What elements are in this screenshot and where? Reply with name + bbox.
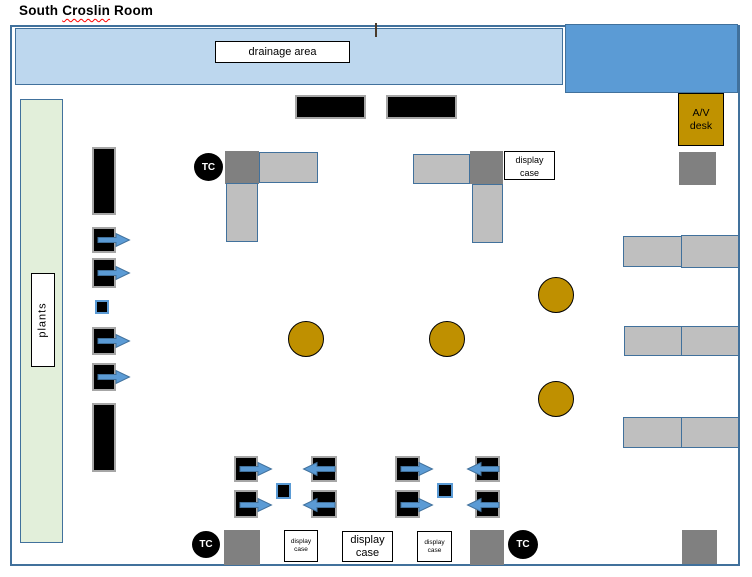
display-case-label: display — [515, 155, 544, 165]
room-outline — [10, 25, 740, 566]
display-case-label: display — [350, 533, 385, 546]
left-arrow-icon — [302, 461, 336, 477]
left-arrow-icon — [302, 497, 336, 513]
table-light — [681, 417, 739, 448]
gray-table — [470, 530, 504, 565]
right-arrow-icon — [97, 333, 131, 349]
small-black-table — [276, 483, 291, 499]
right-arrow-icon — [400, 497, 434, 513]
plants-label: plants — [37, 302, 50, 338]
table-light — [681, 326, 739, 356]
table-light — [259, 152, 318, 183]
tc-marker: TC — [192, 531, 220, 558]
page-title: South Croslin Room — [19, 3, 153, 18]
right-arrow-icon — [400, 461, 434, 477]
round-table — [288, 321, 324, 357]
av-desk-label: A/V — [692, 106, 710, 119]
table-light — [681, 235, 739, 268]
display-case-label: case — [355, 546, 380, 559]
av-desk-label: desk — [689, 119, 713, 132]
round-table — [429, 321, 465, 357]
display-case-label: case — [427, 546, 442, 554]
display-case-label: case — [519, 168, 539, 178]
stage-platform-zone — [565, 24, 738, 93]
right-arrow-icon — [97, 369, 131, 385]
black-table — [92, 403, 116, 472]
small-black-table — [95, 300, 109, 314]
small-black-table — [437, 483, 453, 498]
drainage-area-label: drainage area — [248, 46, 317, 58]
round-table — [538, 381, 574, 417]
av-desk: A/V desk — [678, 93, 724, 146]
black-table — [386, 95, 457, 119]
title-post: Room — [110, 3, 154, 18]
display-case: display case — [504, 151, 555, 180]
right-arrow-icon — [239, 497, 273, 513]
right-arrow-icon — [239, 461, 273, 477]
gray-table — [682, 530, 717, 564]
wall-marker-line — [375, 23, 377, 37]
tc-marker: TC — [508, 530, 538, 559]
left-arrow-icon — [466, 461, 500, 477]
drainage-area-label-box: drainage area — [215, 41, 350, 63]
display-case: display case — [417, 531, 452, 562]
tc-marker: TC — [194, 153, 223, 181]
gray-table — [224, 530, 260, 565]
display-case: display case — [284, 530, 318, 562]
title-pre: South — [19, 3, 63, 18]
display-case-label: display — [424, 538, 445, 546]
display-case-label: display — [290, 538, 312, 545]
left-arrow-icon — [466, 497, 500, 513]
display-case: display case — [342, 531, 393, 562]
plants-label-box: plants — [31, 273, 55, 367]
right-arrow-icon — [97, 232, 131, 248]
black-table — [92, 147, 116, 215]
title-misspelled-word: Croslin — [62, 3, 111, 18]
table-light — [624, 326, 682, 356]
table-light — [226, 183, 258, 242]
corner-table-dark — [225, 151, 259, 184]
gray-table — [679, 152, 716, 185]
round-table — [538, 277, 574, 313]
table-light — [472, 184, 503, 243]
table-light — [623, 417, 682, 448]
display-case-label: case — [294, 546, 308, 553]
table-light — [413, 154, 470, 184]
black-table — [295, 95, 366, 119]
corner-table-dark — [470, 151, 503, 184]
right-arrow-icon — [97, 265, 131, 281]
table-light — [623, 236, 682, 267]
